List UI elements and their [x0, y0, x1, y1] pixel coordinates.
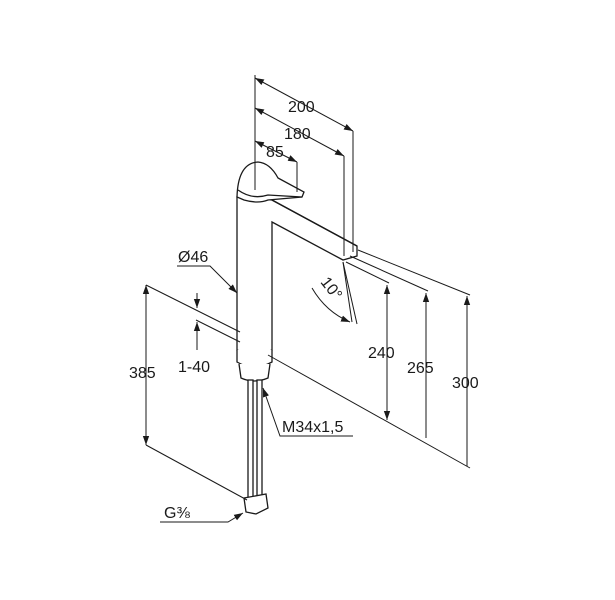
- dim-angle: 10°: [317, 274, 345, 304]
- thread-g38: G⅜: [164, 505, 190, 522]
- faucet-body: [236, 161, 358, 515]
- dim-diameter: Ø46: [178, 249, 208, 266]
- dim-deck: 1-40: [178, 359, 210, 376]
- dim-265: 265: [407, 360, 434, 377]
- dim-180: 180: [284, 126, 311, 143]
- dim-200: 200: [288, 99, 315, 116]
- dimension-lines: [142, 75, 471, 523]
- dim-385: 385: [129, 365, 156, 382]
- thread-m34: M34x1,5: [282, 419, 343, 436]
- dim-85: 85: [266, 144, 284, 161]
- dim-300: 300: [452, 375, 479, 392]
- dim-240: 240: [368, 345, 395, 362]
